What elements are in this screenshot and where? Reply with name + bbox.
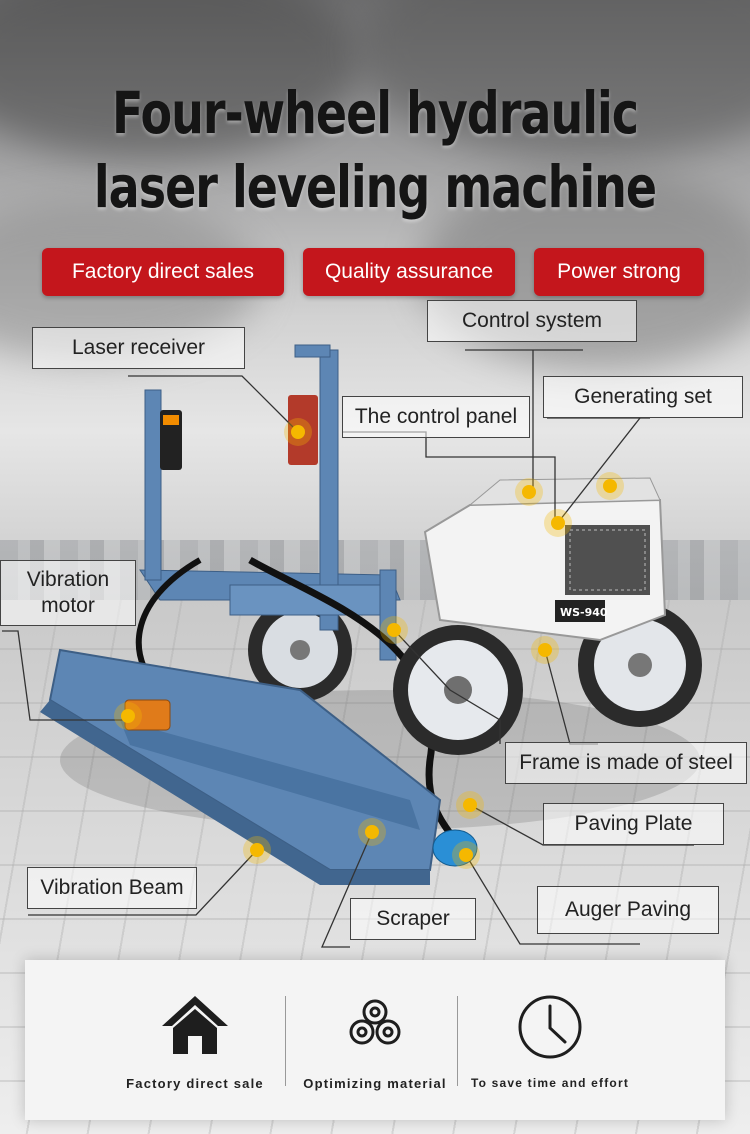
feature-strip: Factory direct sale Optimizing material … [25,960,725,1120]
callout-vibration-beam: Vibration Beam [27,867,197,909]
feature-label: To save time and effort [470,1076,630,1090]
title-line-1: Four-wheel hydraulic [111,79,639,147]
badge-power-strong: Power strong [534,248,704,296]
feature-optimizing-material: Optimizing material [290,960,460,1120]
title-line-2: laser leveling machine [93,153,657,221]
callout-control-panel: The control panel [342,396,530,438]
clock-icon [518,995,582,1059]
divider [285,996,286,1086]
house-icon [162,996,228,1054]
callout-laser-receiver: Laser receiver [32,327,245,369]
feature-factory-direct: Factory direct sale [110,960,280,1120]
badge-factory-direct-sales: Factory direct sales [42,248,284,296]
feature-save-time: To save time and effort [465,960,635,1120]
divider [457,996,458,1086]
material-rolls-icon [349,999,401,1045]
feature-label: Optimizing material [303,1076,447,1091]
callout-control-system: Control system [427,300,637,342]
callout-scraper: Scraper [350,898,476,940]
feature-label: Factory direct sale [126,1076,264,1091]
callout-frame-steel: Frame is made of steel [505,742,747,784]
callout-paving-plate: Paving Plate [543,803,724,845]
model-plate: WS-940 [560,606,608,619]
callout-auger-paving: Auger Paving [537,886,719,934]
callout-generating-set: Generating set [543,376,743,418]
front-wheel-left [393,625,523,755]
callout-vibration-motor: Vibration motor [0,560,136,626]
badge-quality-assurance: Quality assurance [303,248,515,296]
callout-markers [114,418,624,869]
